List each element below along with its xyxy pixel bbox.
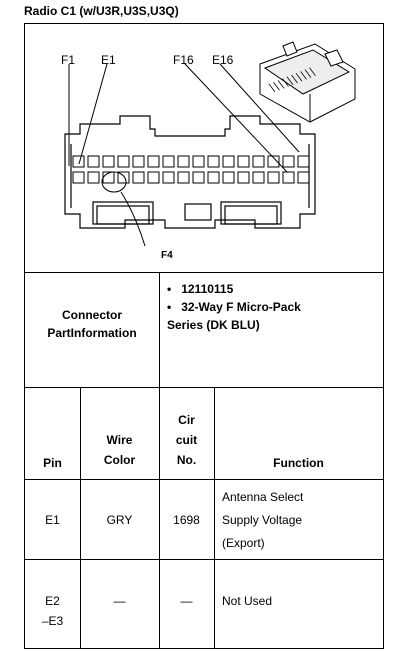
header-circuit: Cir cuit No. xyxy=(175,413,198,467)
pin-cavity-e10 xyxy=(207,155,220,168)
pin-cavity-f11 xyxy=(222,171,235,184)
connector-info-label: Connector PartInformation xyxy=(47,308,137,340)
page-title: Radio C1 (w/U3R,U3S,U3Q) xyxy=(24,4,179,18)
pin-cavity-f10 xyxy=(207,171,220,184)
label-f1: F1 xyxy=(61,53,75,67)
pin-cavity-e2 xyxy=(87,155,100,168)
connector-table: F1 E1 F16 E16 F4 Connector PartInformati… xyxy=(24,23,384,649)
pin-cavity-f4 xyxy=(117,171,130,184)
mini-pin xyxy=(304,69,312,78)
connector-outline xyxy=(64,115,316,229)
pin-cavity-f1 xyxy=(72,171,85,184)
label-e1: E1 xyxy=(101,53,116,67)
connector-diagram: F1 E1 F16 E16 F4 xyxy=(61,41,356,261)
label-f16: F16 xyxy=(173,53,194,67)
pin-cavity-e16 xyxy=(297,155,310,168)
row1-wire-color: GRY xyxy=(106,513,133,527)
row2-circuit: — xyxy=(180,594,193,608)
pin-cavity-e14 xyxy=(267,155,280,168)
pin-cavity-e13 xyxy=(252,155,265,168)
connector-info-items: • 12110115 • 32-Way F Micro-Pack Series … xyxy=(167,280,377,334)
mini-pin xyxy=(277,80,285,89)
pin-cavity-e15 xyxy=(282,155,295,168)
part-number: • 12110115 xyxy=(167,282,234,296)
label-f4: F4 xyxy=(161,250,173,261)
row2-wire-color: — xyxy=(113,594,126,608)
pin-cavity-f9 xyxy=(192,171,205,184)
row2-function: Not Used xyxy=(222,594,273,608)
mini-pin xyxy=(286,76,294,86)
pin-cavity-f13 xyxy=(252,171,265,184)
pin-cavity-e4 xyxy=(117,155,130,168)
header-wire-color: Wire Color xyxy=(103,433,136,467)
pin-cavity-e12 xyxy=(237,155,250,168)
pin-cavity-f14 xyxy=(267,171,280,184)
pin-cavity-e8 xyxy=(177,155,190,168)
mini-pin xyxy=(300,71,307,80)
pin-cavity-e3 xyxy=(102,155,115,168)
part-series: Series (DK BLU) xyxy=(167,318,260,332)
pin-cavity-f6 xyxy=(147,171,160,184)
mini-pin xyxy=(291,74,298,84)
pin-cavity-f15 xyxy=(282,171,295,184)
pin-cavity-f12 xyxy=(237,171,250,184)
row1-circuit: 1698 xyxy=(173,513,200,527)
pin-cavity-e6 xyxy=(147,155,160,168)
row1-function: Antenna Select Supply Voltage (Export) xyxy=(222,490,304,550)
connector-illustration xyxy=(259,41,356,123)
pin-cavity-e1 xyxy=(72,155,85,168)
mini-pin xyxy=(309,67,316,77)
row1-pin: E1 xyxy=(45,513,60,527)
row2-pin: E2 –E3 xyxy=(41,594,64,628)
header-function: Function xyxy=(273,456,324,470)
mini-pin xyxy=(273,81,280,91)
pin-cavity-e5 xyxy=(132,155,145,168)
pin-cavity-f3 xyxy=(102,171,115,184)
pin-cavity-f2 xyxy=(87,171,100,184)
pin-cavity-e11 xyxy=(222,155,235,168)
pin-cavity-f5 xyxy=(132,171,145,184)
mini-pin xyxy=(282,78,289,87)
header-pin: Pin xyxy=(43,456,62,470)
mini-pin xyxy=(295,72,303,82)
mini-pin xyxy=(268,83,276,93)
pin-cavity-f16 xyxy=(297,171,310,184)
part-type: • 32-Way F Micro-Pack xyxy=(167,300,301,314)
label-e16: E16 xyxy=(212,53,234,67)
pin-cavity-f7 xyxy=(162,171,175,184)
pin-cavity-e7 xyxy=(162,155,175,168)
pin-cavity-e9 xyxy=(192,155,205,168)
pin-f4-highlight xyxy=(101,171,127,193)
pin-cavity-f8 xyxy=(177,171,190,184)
